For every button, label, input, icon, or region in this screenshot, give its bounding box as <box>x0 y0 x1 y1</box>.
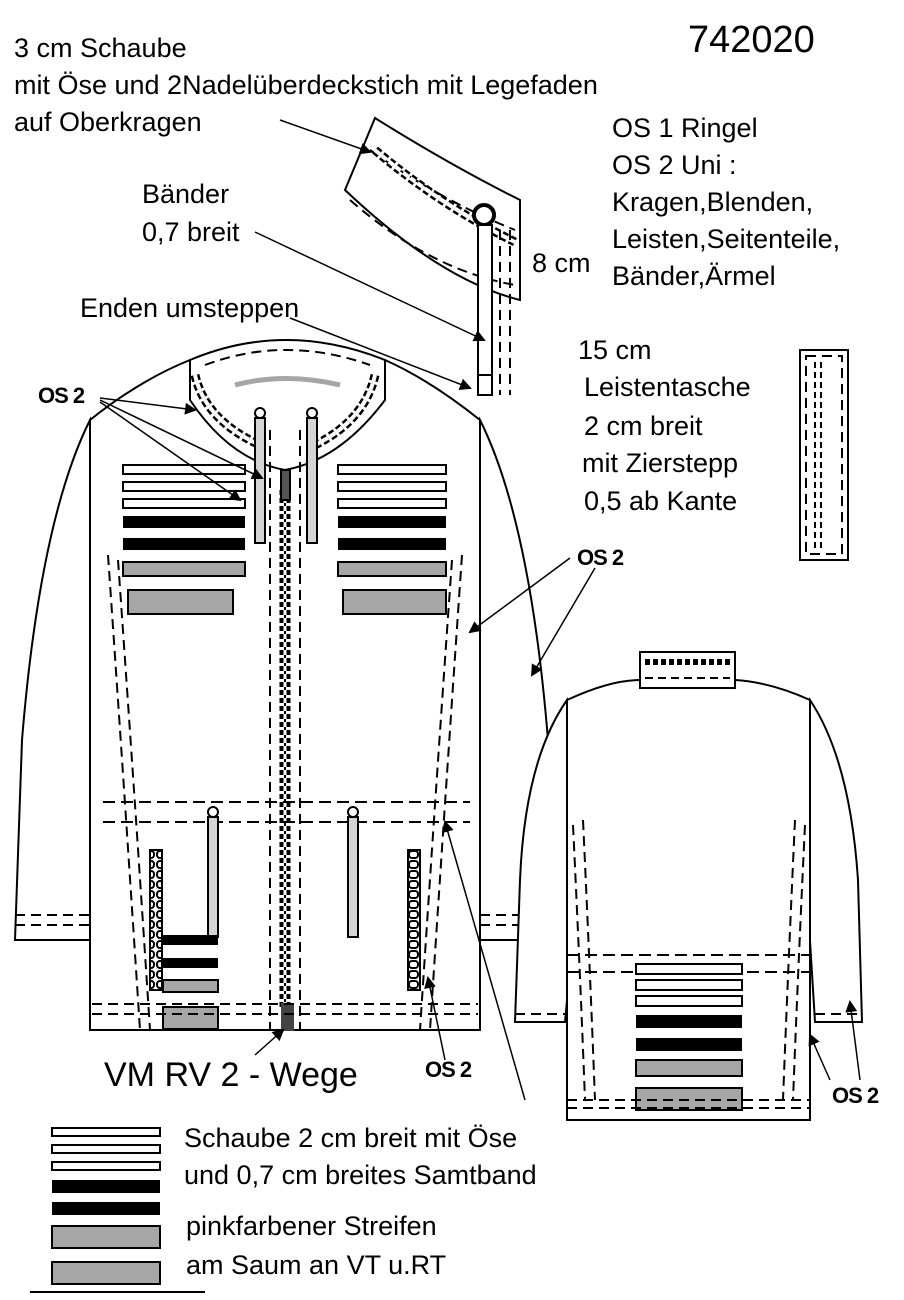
note-baender-line1: Bänder <box>142 179 230 209</box>
os2-label-back: OS 2 <box>832 1083 879 1108</box>
note-top-line2: mit Öse und 2Nadelüberdeckstich mit Lege… <box>14 70 598 100</box>
legend-line3: pinkfarbener Streifen <box>186 1211 437 1241</box>
article-number: 742020 <box>688 19 815 61</box>
note-enden: Enden umsteppen <box>80 293 300 323</box>
zipper-label: VM RV 2 - Wege <box>104 1056 358 1094</box>
note-os-line4: Leisten,Seitenteile, <box>612 224 841 254</box>
os2-label-side-panel: OS 2 <box>425 1057 472 1082</box>
back-view <box>513 651 864 1121</box>
os2-label-sleeve: OS 2 <box>577 545 624 570</box>
leader-lines <box>99 119 861 1101</box>
legend-line1: Schaube 2 cm breit mit Öse <box>184 1123 518 1153</box>
note-tasche-line4: mit Zierstepp <box>582 448 739 478</box>
note-os-line2: OS 2 Uni : <box>612 150 737 180</box>
note-tasche-line1: 15 cm <box>578 335 652 365</box>
front-view <box>13 339 562 1031</box>
note-top-line1: 3 cm Schaube <box>14 33 187 63</box>
note-8cm: 8 cm <box>532 248 591 278</box>
note-tasche-line2: Leistentasche <box>584 372 751 402</box>
collar-detail <box>343 116 521 396</box>
legend-line2: und 0,7 cm breites Samtband <box>184 1160 537 1190</box>
note-top-line3: auf Oberkragen <box>14 107 202 137</box>
note-baender-line2: 0,7 breit <box>142 217 240 247</box>
legend-swatches <box>30 1127 205 1293</box>
os2-label-front-collar: OS 2 <box>38 383 85 408</box>
note-tasche-line3: 2 cm breit <box>584 411 703 441</box>
legend-line4: am Saum an VT u.RT <box>186 1250 447 1280</box>
note-os-line1: OS 1 Ringel <box>612 113 758 143</box>
note-os-line3: Kragen,Blenden, <box>612 187 814 217</box>
note-os-line5: Bänder,Ärmel <box>612 261 776 291</box>
note-tasche-line5: 0,5 ab Kante <box>584 486 738 516</box>
pocket-detail <box>799 349 849 561</box>
